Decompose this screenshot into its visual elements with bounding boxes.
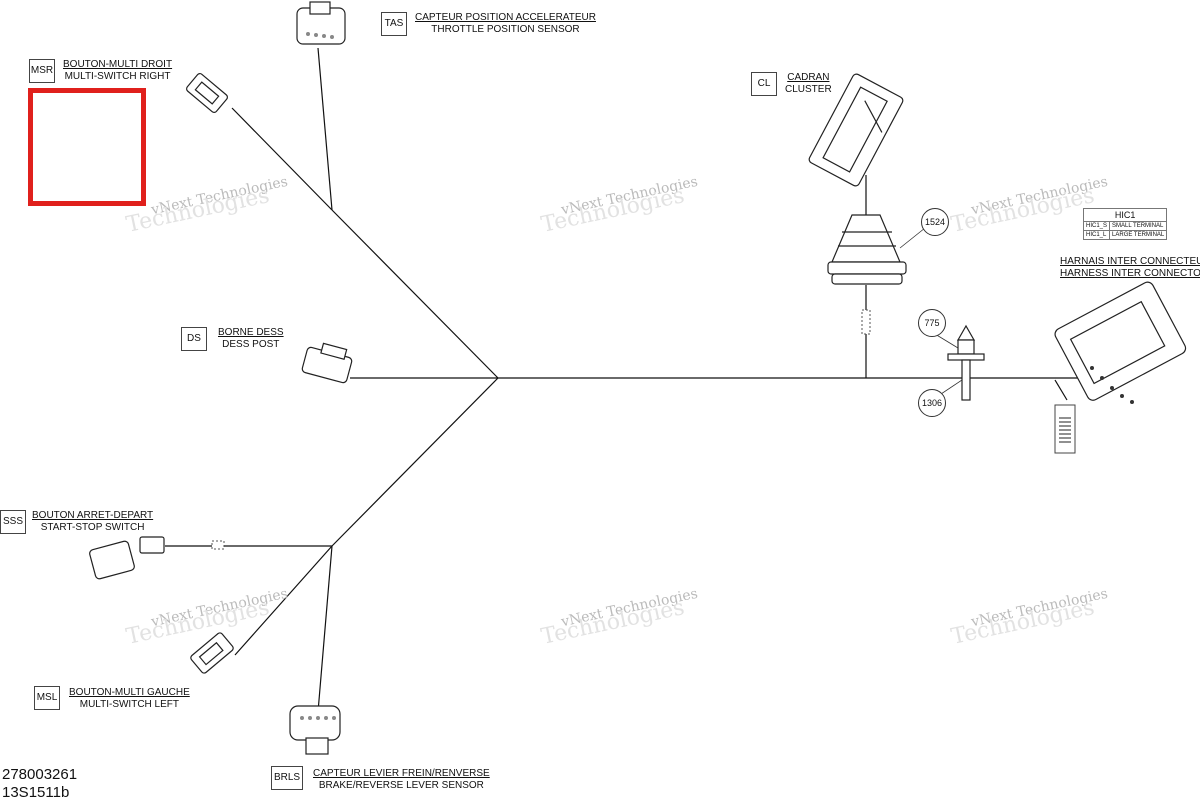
label-french: HARNAIS INTER CONNECTEUR [1060,256,1200,267]
hic-table-cell: HIC1_L [1082,230,1111,240]
component-code-msr: MSR [29,59,55,83]
harness-inter-connector [1054,281,1187,404]
tas-connector [296,1,346,45]
component-code-ds: DS [181,327,207,351]
component-code-sss: SSS [0,510,26,534]
component-label-cl: CADRAN CLUSTER [785,72,832,96]
label-english: MULTI-SWITCH RIGHT [64,71,171,82]
component-code-brls: BRLS [271,766,303,790]
brls-connector [289,705,341,755]
label-french: CAPTEUR LEVIER FREIN/RENVERSE [313,768,490,779]
highlight-box [28,88,146,206]
component-label-msr: BOUTON-MULTI DROIT MULTI-SWITCH RIGHT [63,59,172,83]
component-label-ds: BORNE DESS DESS POST [218,327,284,351]
msr-connector [186,72,228,114]
cluster-connector [808,73,904,187]
label-english: BRAKE/REVERSE LEVER SENSOR [318,780,484,791]
component-label-hic: HARNAIS INTER CONNECTEUR HARNESS INTER C… [1060,256,1200,280]
label-french: CADRAN [787,72,830,83]
wires [165,47,1080,713]
dess-post-connector [301,342,353,384]
component-label-msl: BOUTON-MULTI GAUCHE MULTI-SWITCH LEFT [69,687,190,711]
ref-circle-1524: 1524 [921,208,949,236]
hic-table-cell: SMALL TERMINAL [1109,221,1168,231]
hic-table-cell: HIC1_S [1082,221,1111,231]
label-english: CLUSTER [785,84,832,95]
component-label-brls: CAPTEUR LEVIER FREIN/RENVERSE BRAKE/REVE… [313,768,490,792]
ref-circle-1306: 1306 [918,389,946,417]
grommet-1524 [827,214,907,285]
ref-circle-775: 775 [918,309,946,337]
label-french: BOUTON ARRET-DEPART [32,510,154,521]
label-french: BOUTON-MULTI DROIT [63,59,173,70]
clip-775 [947,324,985,401]
part-number: 13S1511b [2,784,70,801]
hic-table-cell: LARGE TERMINAL [1109,230,1168,240]
label-english: DESS POST [222,339,280,350]
msl-connector [190,632,234,674]
component-code-cl: CL [751,72,777,96]
part-number: 278003261 [2,766,78,783]
label-english: HARNESS INTER CONNECTOR [1060,268,1200,279]
label-tag [1054,404,1076,454]
sss-connector [89,536,165,580]
wire-break-marks [211,309,871,550]
component-code-tas: TAS [381,12,407,36]
label-english: START-STOP SWITCH [40,522,145,533]
component-code-msl: MSL [34,686,60,710]
label-english: THROTTLE POSITION SENSOR [431,24,580,35]
label-french: BORNE DESS [218,327,284,338]
hic-table: HIC1 HIC1_S SMALL TERMINAL HIC1_L LARGE … [1082,208,1168,240]
label-english: MULTI-SWITCH LEFT [79,699,179,710]
hic-table-title: HIC1 [1082,208,1168,222]
component-label-tas: CAPTEUR POSITION ACCELERATEUR THROTTLE P… [415,12,596,36]
label-french: CAPTEUR POSITION ACCELERATEUR [415,12,596,23]
component-label-sss: BOUTON ARRET-DEPART START-STOP SWITCH [32,510,153,534]
label-french: BOUTON-MULTI GAUCHE [69,687,190,698]
